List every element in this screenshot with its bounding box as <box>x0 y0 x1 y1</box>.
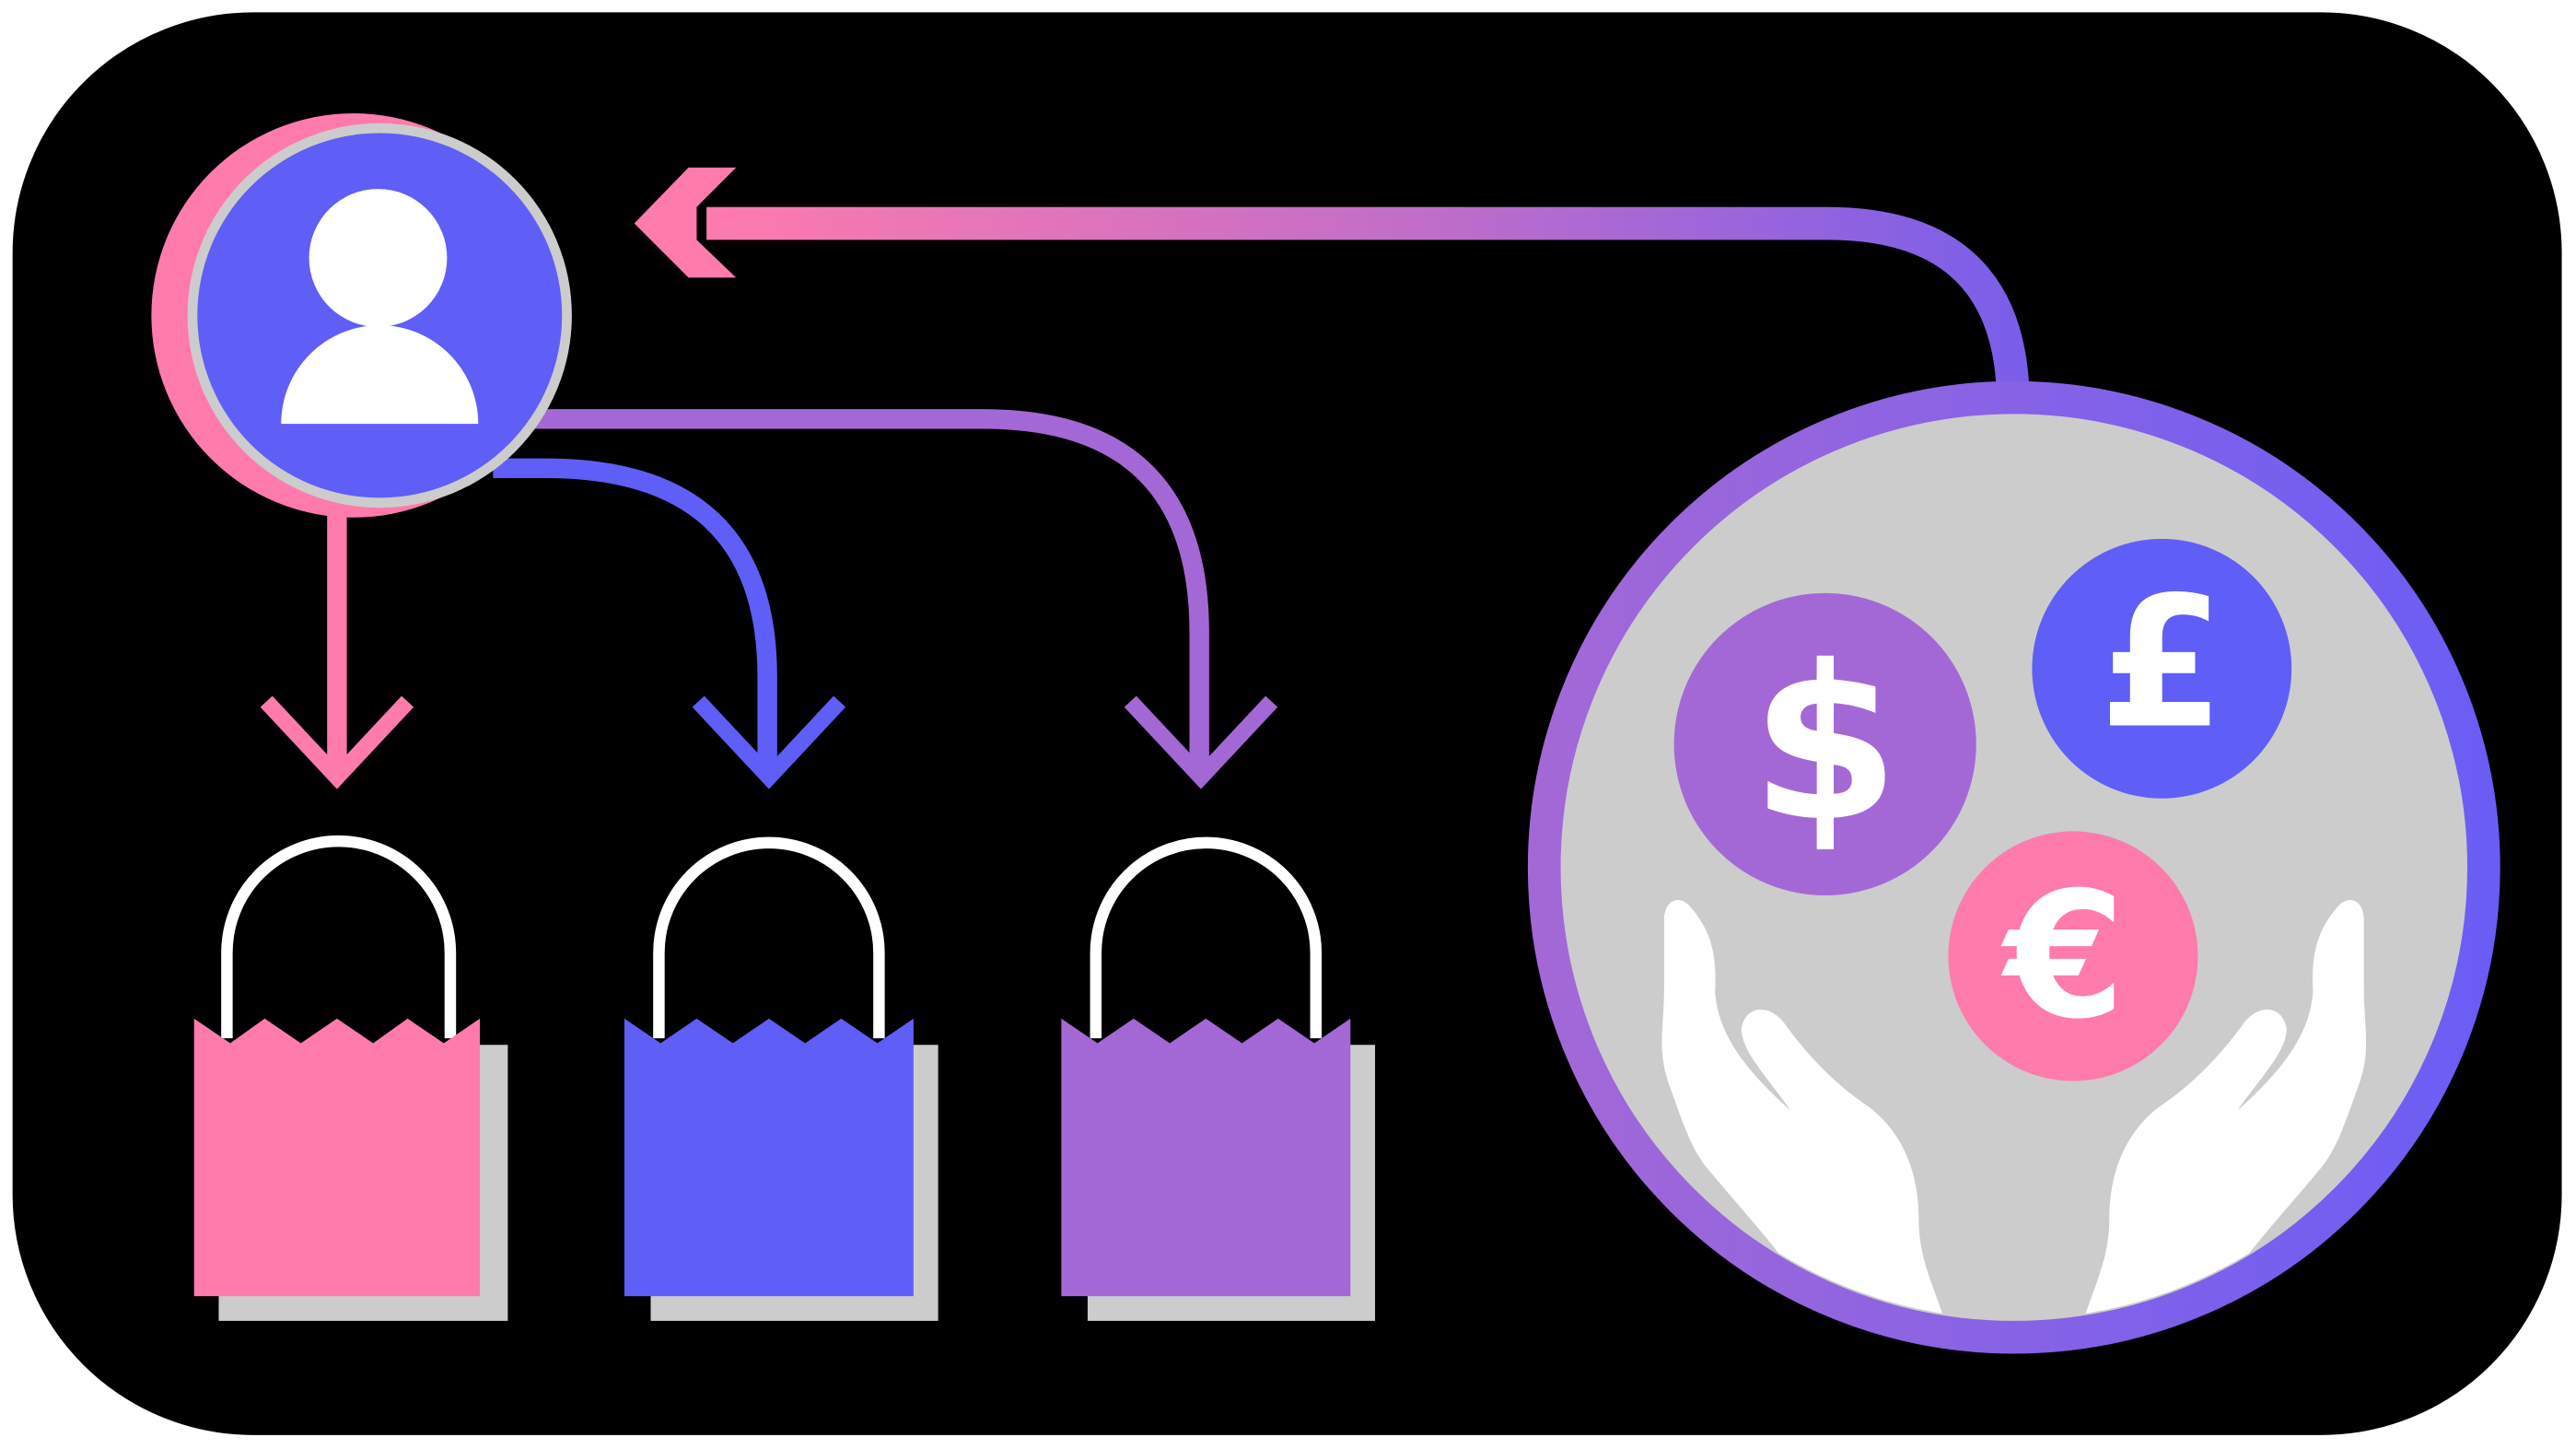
flow-line-purple <box>525 409 1209 773</box>
euro-sign-icon: € <box>2000 855 2126 1058</box>
lock-blue <box>624 836 938 1321</box>
lock-pink <box>193 835 508 1321</box>
dollar-sign-icon: $ <box>1751 620 1899 869</box>
return-arrow <box>634 167 2029 387</box>
pound-coin: £ <box>2032 538 2292 799</box>
flow-line-blue <box>493 458 777 773</box>
user-icon <box>281 189 479 425</box>
arrowhead-purple <box>1124 695 1278 789</box>
padlock-shackle <box>653 836 885 1039</box>
currency-pool: $ £ € <box>1527 380 2500 1354</box>
lock-purple <box>1061 836 1376 1321</box>
padlock-body <box>624 1018 914 1297</box>
padlock-shackle <box>221 835 457 1039</box>
padlock-shackle <box>1090 836 1323 1039</box>
euro-coin: € <box>1948 831 2198 1081</box>
arrowhead-pink <box>260 695 414 789</box>
dollar-coin: $ <box>1673 592 1976 895</box>
padlock-body <box>193 1018 481 1297</box>
user-avatar <box>151 113 572 518</box>
pound-sign-icon: £ <box>2099 559 2225 769</box>
right-hand-icon <box>2076 900 2367 1320</box>
return-arrowhead <box>634 167 737 278</box>
arrowhead-blue <box>692 695 846 789</box>
padlock-body <box>1061 1018 1351 1297</box>
left-hand-icon <box>1661 900 1952 1320</box>
